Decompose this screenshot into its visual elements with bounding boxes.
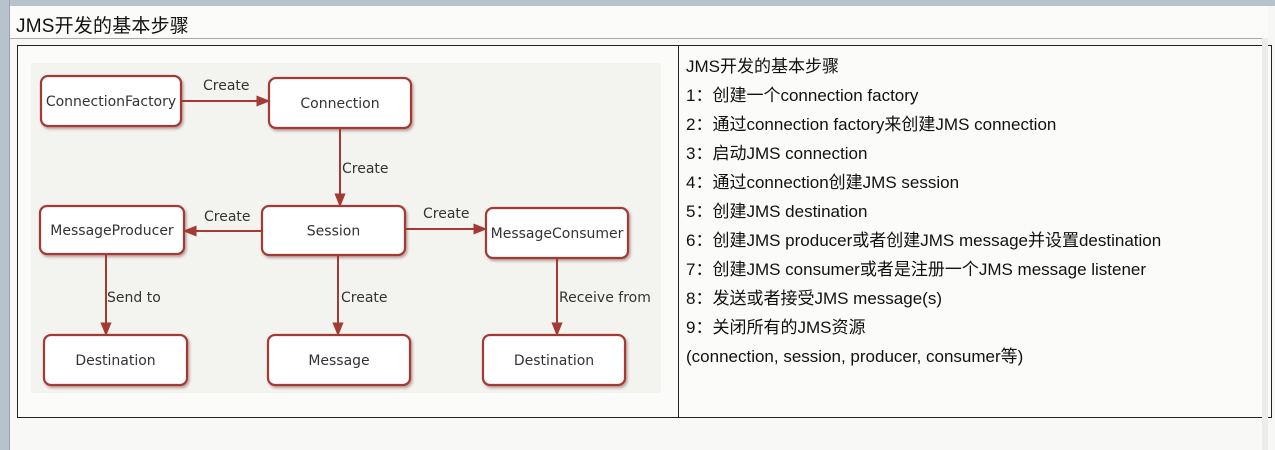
step-item: 5：创建JMS destination xyxy=(686,202,868,221)
step-item: 9：关闭所有的JMS资源 xyxy=(686,318,866,337)
edge-label: Send to xyxy=(107,290,161,306)
node-box xyxy=(484,206,630,260)
node-box xyxy=(38,204,186,256)
node-connection: Connection xyxy=(267,76,413,130)
node-destination-receive: Destination xyxy=(481,333,627,387)
node-label: Connection xyxy=(300,96,379,112)
step-item: 1：创建一个connection factory xyxy=(686,86,919,105)
node-box xyxy=(266,333,412,387)
node-label: MessageProducer xyxy=(50,223,174,239)
edge-label: Create xyxy=(204,209,251,225)
step-item: 7：创建JMS consumer或者是注册一个JMS message liste… xyxy=(686,260,1147,279)
node-box xyxy=(260,204,407,257)
window-left-border xyxy=(0,0,10,450)
node-label: Session xyxy=(307,224,360,240)
node-message-consumer: MessageConsumer xyxy=(484,206,630,260)
window-top-border xyxy=(0,0,1275,6)
scrollbar-track[interactable] xyxy=(1262,38,1268,450)
node-message: Message xyxy=(266,333,412,387)
node-label: Destination xyxy=(514,353,594,369)
node-box xyxy=(39,74,183,128)
node-message-producer: MessageProducer xyxy=(38,204,186,256)
edge-label: Create xyxy=(342,161,389,177)
column-divider xyxy=(678,46,679,417)
step-item: 8：发送或者接受JMS message(s) xyxy=(686,289,942,308)
node-label: ConnectionFactory xyxy=(46,94,176,110)
step-item: 6：创建JMS producer或者创建JMS message并设置destin… xyxy=(686,231,1162,250)
steps-heading: JMS开发的基本步骤 xyxy=(686,57,839,76)
step-item: 4：通过connection创建JMS session xyxy=(686,173,960,192)
steps-list: JMS开发的基本步骤 1：创建一个connection factory 2：通过… xyxy=(686,52,1261,371)
edge-label: Create xyxy=(423,206,470,222)
node-connection-factory: ConnectionFactory xyxy=(39,74,183,128)
node-label: Message xyxy=(308,353,369,369)
step-item: 2：通过connection factory来创建JMS connection xyxy=(686,115,1057,134)
steps-footnote: (connection, session, producer, consumer… xyxy=(686,347,1024,366)
edge-label: Receive from xyxy=(559,290,651,306)
node-label: MessageConsumer xyxy=(491,226,624,242)
node-box xyxy=(267,76,413,130)
edge-label: Create xyxy=(203,78,250,94)
title-bar: JMS开发的基本步骤 xyxy=(10,6,1268,39)
node-box xyxy=(42,333,189,387)
step-item: 3：启动JMS connection xyxy=(686,144,868,163)
node-destination-send: Destination xyxy=(42,333,189,387)
node-session: Session xyxy=(260,204,407,257)
node-box xyxy=(481,333,627,387)
page-title: JMS开发的基本步骤 xyxy=(16,16,190,37)
edge-label: Create xyxy=(341,290,388,306)
node-label: Destination xyxy=(75,353,155,369)
